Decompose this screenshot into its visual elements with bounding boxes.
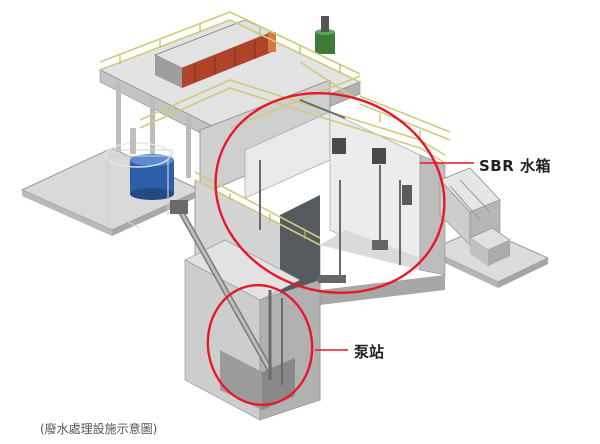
screw-conveyor [170, 200, 273, 372]
diagram-caption: (廢水處理設施示意圖) [40, 422, 158, 436]
right-small-tanks [439, 167, 511, 266]
sbr-blowers [318, 138, 412, 283]
railing-posts [119, 24, 421, 239]
main-structure [184, 79, 446, 421]
sbr-tank-highlight-ellipse [214, 91, 446, 295]
blue-tank [93, 128, 174, 229]
pump-station-highlight-ellipse [206, 283, 314, 407]
dosing-equipment [315, 16, 335, 54]
sbr-tank-label: SBR 水箱 [479, 157, 552, 175]
pump-station-label: 泵站 [354, 343, 385, 361]
sbr-pipes [259, 99, 401, 385]
